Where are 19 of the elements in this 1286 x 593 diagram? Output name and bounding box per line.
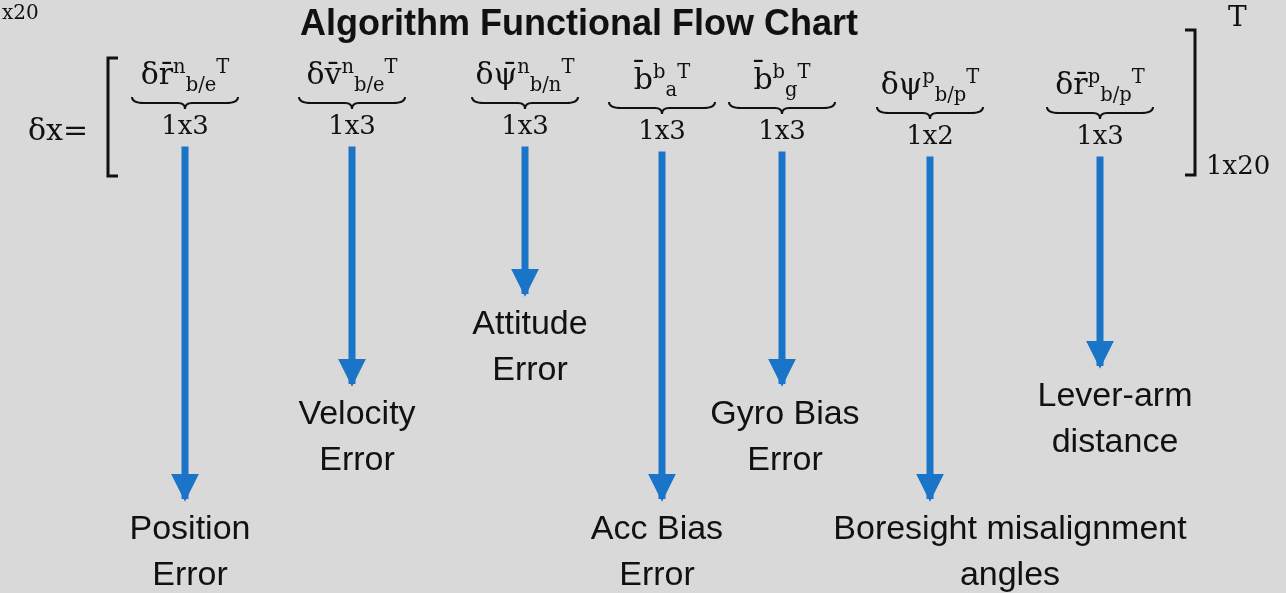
arrow-label: Gyro Bias Error (709, 392, 861, 479)
dimension-text: 1x3 (637, 115, 687, 146)
title: Algorithm Functional Flow Chart (300, 2, 858, 44)
arrow-label: Lever-arm distance (1036, 374, 1194, 461)
dimension-text: 1x3 (327, 110, 377, 141)
arrow-label: Boresight misalignment angles (832, 507, 1188, 593)
dimension-text: 1x3 (1075, 120, 1125, 151)
dimension-text: 1x2 (905, 120, 955, 151)
equation-lhs: δx= (28, 112, 89, 147)
dimension-text: 1x3 (500, 110, 550, 141)
dimension-text: 1x3 (757, 115, 807, 146)
arrow-label: Attitude Error (471, 302, 589, 389)
arrow-label: Acc Bias Error (589, 507, 725, 593)
arrow-label: Velocity Error (297, 392, 417, 479)
math-label: T (1228, 0, 1247, 33)
math-label: x20 (2, 0, 39, 24)
math-label: 1x20 (1206, 150, 1271, 180)
arrow-label: Position Error (128, 507, 252, 593)
dimension-text: 1x3 (160, 110, 210, 141)
